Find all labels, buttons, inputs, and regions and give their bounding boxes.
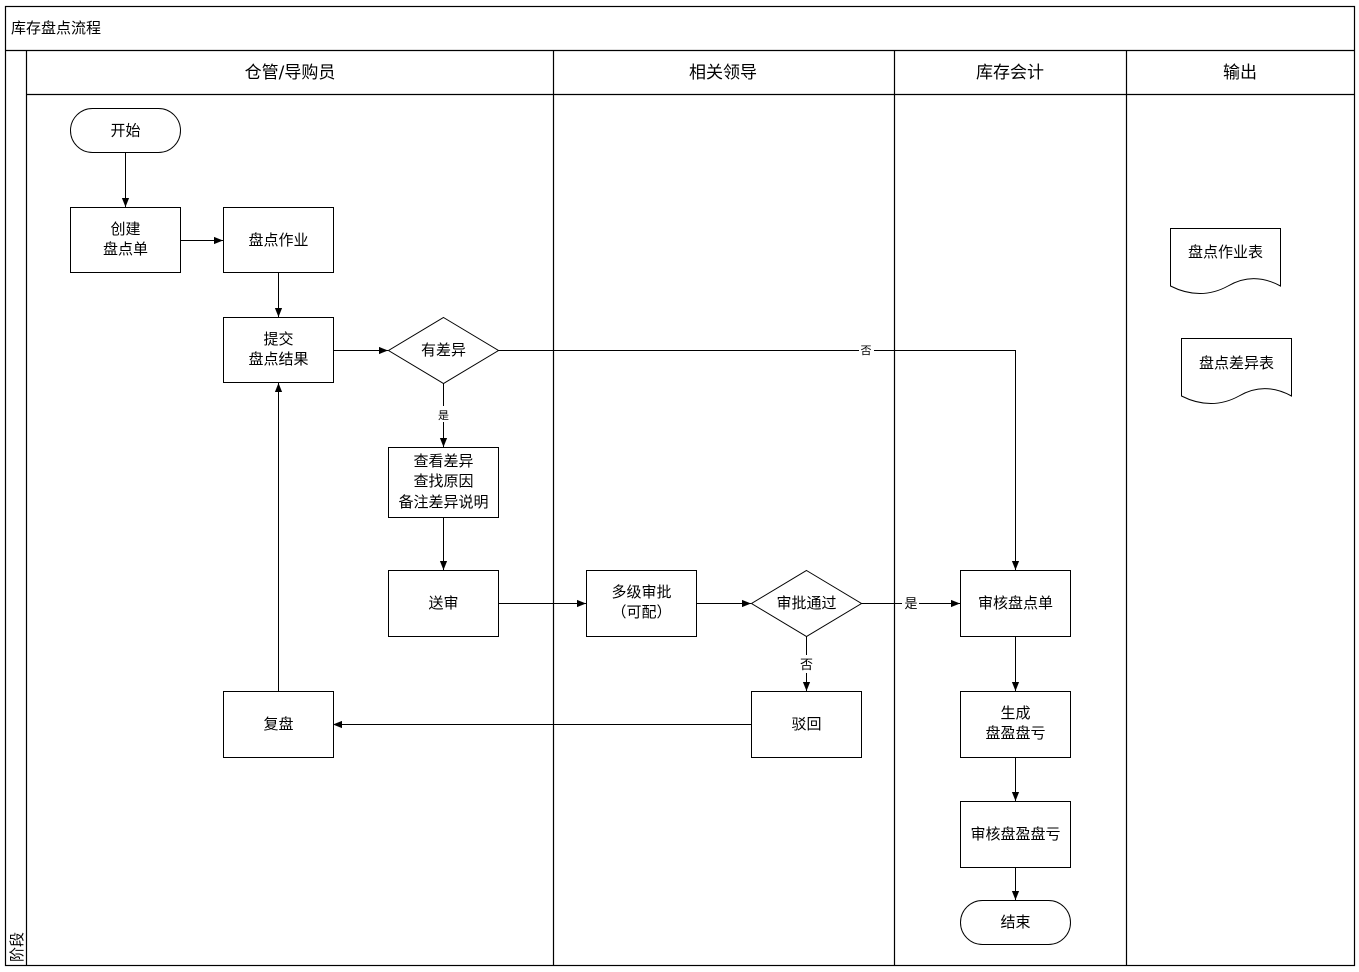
- swimlane-frame: 库存盘点流程 阶段 仓管/导购员 相关领导 库存会计 输出: [4, 5, 1356, 967]
- process-shape: [223, 207, 334, 273]
- node-audit-pl[interactable]: 审核盘盈盘亏: [960, 801, 1071, 868]
- node-recount-label: 复盘: [263, 715, 293, 733]
- process-shape: [960, 570, 1071, 637]
- edges: 是 否 是 否: [121, 152, 1020, 900]
- edge-label-approved-yes: 是: [904, 597, 917, 612]
- edge-hasdiff-no: [498, 350, 1020, 570]
- label-bg: [902, 594, 919, 612]
- label-bg: [859, 343, 874, 357]
- node-reject-label: 驳回: [791, 715, 821, 733]
- node-end-label: 结束: [1000, 913, 1030, 931]
- doc-count-sheet[interactable]: 盘点作业表: [1170, 228, 1281, 294]
- edge-label-hasdiff-no: 否: [861, 344, 872, 357]
- decision-shape: [750, 569, 863, 638]
- node-count-work-label: 盘点作业: [248, 231, 308, 249]
- node-gen-pl[interactable]: 生成 盘盈盘亏: [960, 691, 1071, 758]
- lane-header-warehouse: 仓管/导购员: [245, 63, 336, 83]
- node-check-diff-line2: 查找原因: [413, 472, 473, 490]
- doc-count-sheet-label: 盘点作业表: [1188, 243, 1263, 261]
- doc-diff-sheet[interactable]: 盘点差异表: [1181, 338, 1292, 404]
- node-create-sheet-line2: 盘点单: [103, 240, 148, 258]
- node-has-diff-label: 有差异: [421, 341, 466, 359]
- node-audit-pl-label: 审核盘盈盘亏: [970, 825, 1060, 843]
- process-shape: [388, 447, 499, 518]
- node-audit-sheet-label: 审核盘点单: [978, 594, 1053, 612]
- terminator-shape: [960, 900, 1071, 945]
- node-reject[interactable]: 驳回: [751, 691, 862, 758]
- node-multi-approve-line1: 多级审批: [611, 583, 671, 601]
- diagram-title: 库存盘点流程: [11, 19, 101, 37]
- node-approved-label: 审批通过: [776, 594, 836, 612]
- node-send-review-label: 送审: [428, 594, 458, 612]
- process-shape: [70, 207, 181, 273]
- node-create-sheet[interactable]: 创建 盘点单: [70, 207, 181, 273]
- decision-shape: [387, 316, 500, 385]
- node-send-review[interactable]: 送审: [388, 570, 499, 637]
- edge-label-hasdiff-yes: 是: [438, 409, 449, 422]
- terminator-shape: [70, 108, 181, 153]
- node-approved[interactable]: 审批通过: [750, 569, 863, 638]
- node-gen-pl-line1: 生成: [1000, 704, 1030, 722]
- document-shape: [1181, 338, 1292, 404]
- lane-header-leader: 相关领导: [689, 63, 757, 83]
- edge-label-approved-no: 否: [800, 658, 813, 673]
- process-shape: [960, 691, 1071, 758]
- lane-header-output: 输出: [1223, 63, 1257, 83]
- node-audit-sheet[interactable]: 审核盘点单: [960, 570, 1071, 637]
- process-shape: [586, 570, 697, 637]
- label-bg: [798, 655, 815, 673]
- process-shape: [223, 691, 334, 758]
- node-end[interactable]: 结束: [960, 900, 1071, 945]
- node-check-diff-line1: 查看差异: [413, 452, 473, 470]
- process-shape: [960, 801, 1071, 868]
- process-shape: [751, 691, 862, 758]
- process-shape: [388, 570, 499, 637]
- lane-header-accountant: 库存会计: [976, 63, 1044, 83]
- node-gen-pl-line2: 盘盈盘亏: [985, 724, 1045, 742]
- node-multi-approve-line2: （可配）: [611, 603, 671, 621]
- outer-border: [4, 5, 1356, 967]
- process-shape: [223, 317, 334, 383]
- node-check-diff[interactable]: 查看差异 查找原因 备注差异说明: [388, 447, 499, 518]
- node-submit-result-line2: 盘点结果: [248, 350, 308, 368]
- node-submit-result[interactable]: 提交 盘点结果: [223, 317, 334, 383]
- label-bg: [436, 406, 451, 422]
- stage-label: 阶段: [8, 932, 26, 962]
- node-recount[interactable]: 复盘: [223, 691, 334, 758]
- node-multi-approve[interactable]: 多级审批 （可配）: [586, 570, 697, 637]
- node-create-sheet-line1: 创建: [110, 220, 140, 238]
- node-start[interactable]: 开始: [70, 108, 181, 153]
- document-shape: [1170, 228, 1281, 294]
- node-submit-result-line1: 提交: [263, 330, 293, 348]
- node-count-work[interactable]: 盘点作业: [223, 207, 334, 273]
- node-start-label: 开始: [110, 122, 140, 140]
- doc-diff-sheet-label: 盘点差异表: [1199, 354, 1274, 372]
- node-check-diff-line3: 备注差异说明: [398, 493, 488, 511]
- node-has-diff[interactable]: 有差异: [387, 316, 500, 385]
